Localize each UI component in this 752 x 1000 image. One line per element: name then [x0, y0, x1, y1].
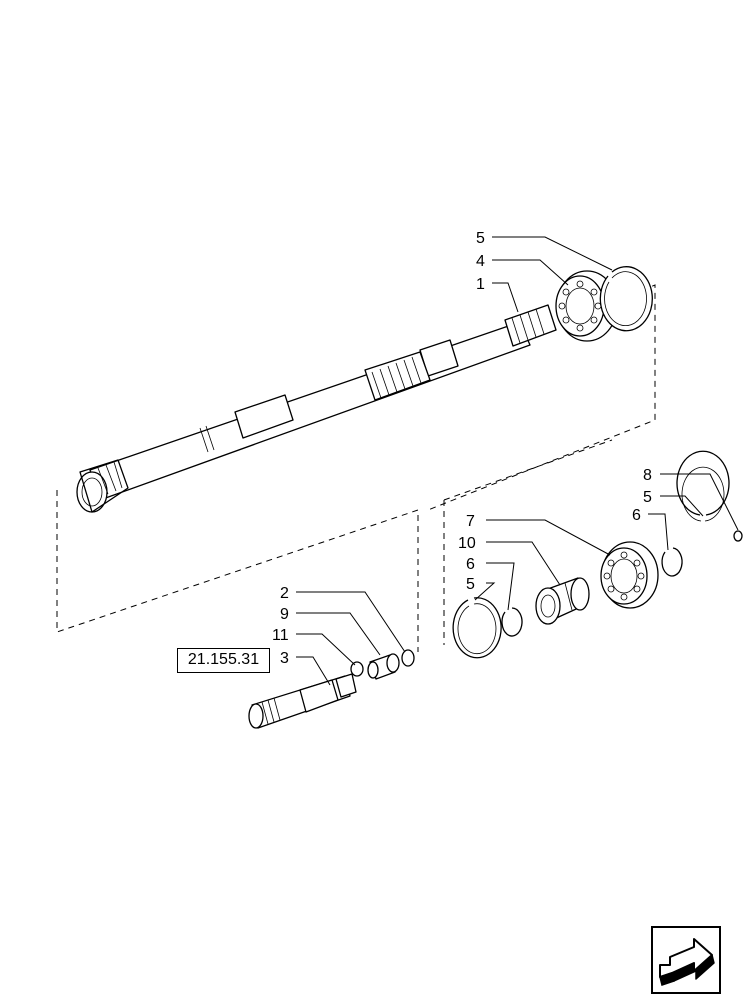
plug-9 [367, 653, 400, 680]
splined-bushing [535, 577, 590, 625]
callout-6-mid: 6 [466, 556, 475, 573]
right-snap-ring [676, 450, 730, 522]
callout-10: 10 [458, 535, 476, 552]
leader-lines [296, 236, 739, 686]
callout-2: 2 [280, 585, 289, 602]
callout-8: 8 [643, 467, 652, 484]
short-shaft [248, 673, 357, 729]
middle-snap-ring [452, 597, 502, 659]
main-shaft [76, 304, 557, 513]
callout-3: 3 [280, 650, 289, 667]
lower-ball-bearing [600, 541, 659, 609]
callout-4: 4 [476, 253, 485, 270]
callout-9: 9 [280, 606, 289, 623]
callout-5-mid: 5 [466, 576, 475, 593]
next-page-arrow-icon[interactable] [650, 925, 722, 995]
callout-6-right: 6 [632, 507, 641, 524]
callout-7: 7 [466, 513, 475, 530]
callout-11: 11 [272, 627, 289, 644]
reference-link-21-155-31[interactable]: 21.155.31 [177, 648, 270, 673]
callout-5-top: 5 [476, 230, 485, 247]
small-o-ring-right [733, 530, 743, 542]
upper-snap-ring [599, 266, 653, 332]
circlip-right [661, 547, 683, 577]
callout-5-right: 5 [643, 489, 652, 506]
callout-1: 1 [476, 276, 485, 293]
small-circlip-11 [350, 661, 364, 677]
circlip-middle [501, 607, 523, 637]
callout-labels: 5 4 1 8 5 6 7 10 6 5 2 9 11 3 [272, 230, 652, 667]
o-ring-2 [401, 649, 415, 667]
